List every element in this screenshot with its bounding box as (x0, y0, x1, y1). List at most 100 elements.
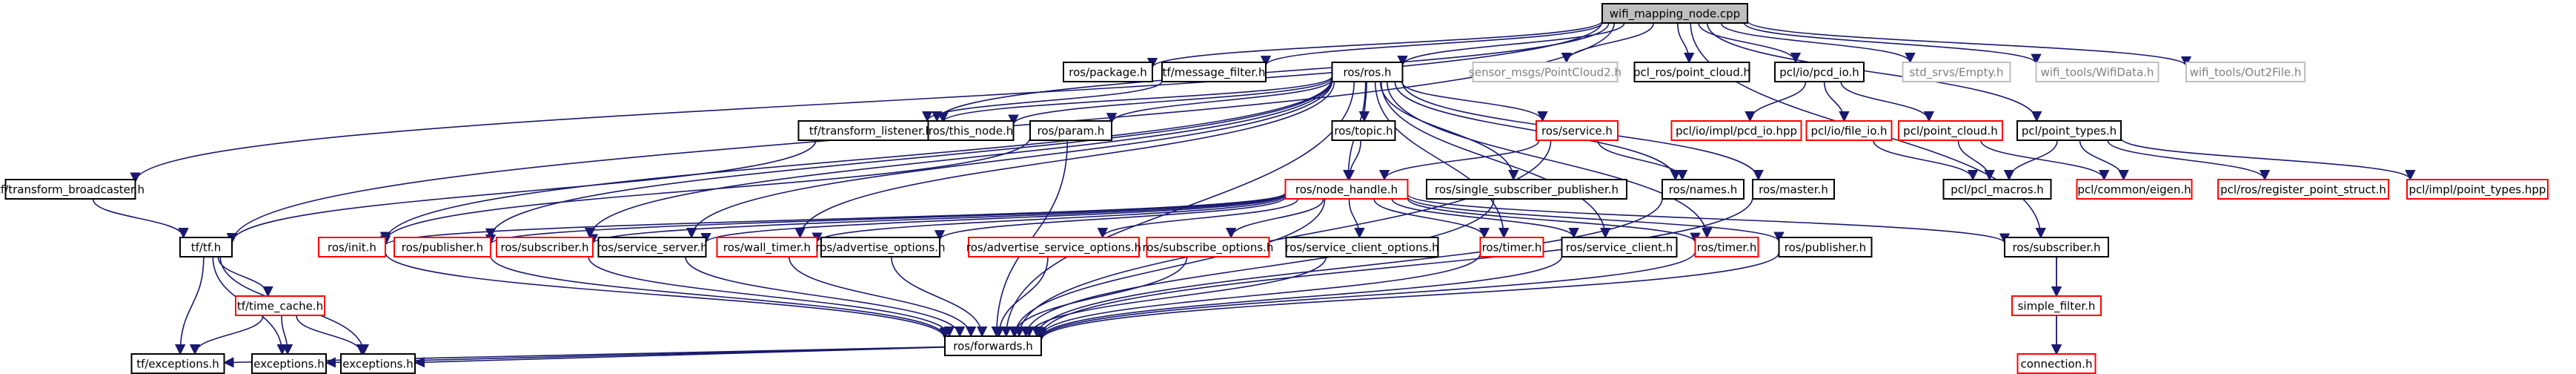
edge-ros_adv_opts-to-ros_forwards (891, 256, 988, 338)
edge-ros_ros-to-tf_listener (937, 76, 1333, 123)
edge-root-to-tf_listener (932, 22, 1610, 122)
node-ros-package[interactable]: ros/package.h (1063, 62, 1153, 82)
node-ros-param[interactable]: ros/param.h (1029, 120, 1112, 141)
node-exceptions1[interactable]: exceptions.h (251, 353, 327, 374)
node-pcl-point-types[interactable]: pcl/point_types.h (2016, 120, 2122, 141)
edge-ros_service-to-ros_forwards (1014, 140, 1552, 338)
node-exceptions2[interactable]: exceptions.h (340, 353, 416, 374)
node-pcl-macros[interactable]: pcl/pcl_macros.h (1942, 179, 2052, 200)
node-ros-publisher2[interactable]: ros/publisher.h (1778, 237, 1873, 257)
node-tf-listener[interactable]: tf/transform_listener.h (797, 120, 944, 141)
node-label: wifi_tools/Out2File.h (2190, 66, 2302, 80)
node-tf-msgfilter[interactable]: tf/message_filter.h (1161, 62, 1267, 82)
edge-ros_ros-to-ros_names (1394, 81, 1681, 181)
node-ros-subscriber2[interactable]: ros/subscriber.h (2004, 237, 2109, 257)
node-ros-names[interactable]: ros/names.h (1662, 179, 1745, 200)
node-pcl-eigen[interactable]: pcl/common/eigen.h (2076, 179, 2193, 200)
node-connection[interactable]: connection.h (2016, 353, 2097, 374)
node-simple-filter[interactable]: simple_filter.h (2011, 295, 2102, 316)
node-box (1805, 120, 1893, 141)
node-ros-thisnode[interactable]: ros/this_node.h (927, 120, 1015, 141)
node-label: ros/advertise_options.h (816, 241, 946, 255)
node-label: pcl/ros/register_point_struct.h (2220, 183, 2386, 197)
node-ros-topic[interactable]: ros/topic.h (1331, 120, 1396, 141)
node-ros-sub-opts[interactable]: ros/subscribe_options.h (1143, 237, 1274, 257)
node-box (1161, 62, 1267, 82)
node-tf-broadcaster[interactable]: tf/transform_broadcaster.h (0, 179, 145, 200)
node-box (1536, 120, 1619, 141)
node-root[interactable]: wifi_mapping_node.cpp (1601, 3, 1748, 24)
edge-ros_ros-to-ros_topic (1358, 81, 1370, 122)
node-box (1561, 237, 1678, 257)
node-label: ros/names.h (1669, 183, 1738, 197)
node-box (251, 353, 327, 374)
edge-tf_time_cache-to-exceptions1 (281, 315, 293, 355)
edge-root-to-wifi_out2 (1747, 20, 2191, 68)
edge-ros_node_handle-to-ros_timer2 (1407, 198, 1701, 243)
node-ros-adv-opts[interactable]: ros/advertise_options.h (816, 237, 946, 257)
edge-pcl_point_types-to-pcl_macros (2003, 140, 2058, 181)
node-label: ros/subscriber.h (501, 241, 589, 255)
node-ros-master[interactable]: ros/master.h (1752, 179, 1835, 200)
edge-tf_listener-to-tf_tf (226, 140, 817, 244)
node-pcl-pcd-io[interactable]: pcl/io/pcd_io.h (1774, 62, 1865, 82)
node-pcl-impl-pcd[interactable]: pcl/io/impl/pcd_io.hpp (1670, 120, 1802, 141)
node-pcl-file-io[interactable]: pcl/io/file_io.h (1805, 120, 1893, 141)
node-box (340, 353, 416, 374)
node-box (1694, 237, 1759, 257)
node-ros-service-server[interactable]: ros/service_server.h (597, 237, 708, 257)
node-box (1670, 120, 1802, 141)
node-label: wifi_tools/WifiData.h (2041, 66, 2154, 80)
node-ros-srv-client-opts[interactable]: ros/service_client_options.h (1285, 237, 1439, 257)
node-ros-adv-srv-opts[interactable]: ros/advertise_service_options.h (966, 237, 1141, 257)
node-label: pcl/common/eigen.h (2077, 183, 2191, 197)
node-pcl-impl-pt[interactable]: pcl/impl/point_types.hpp (2406, 179, 2549, 200)
node-ros-single-sub[interactable]: ros/single_subscriber_publisher.h (1426, 179, 1627, 200)
node-box (597, 237, 707, 257)
node-tf-time-cache[interactable]: tf/time_cache.h (235, 295, 325, 316)
node-ros-subscriber1[interactable]: ros/subscriber.h (496, 237, 594, 257)
edge-ros_node_handle-to-ros_init (380, 192, 1287, 246)
edge-ros_srv_client_opts-to-ros_forwards (1023, 256, 1327, 338)
node-tf-exceptions[interactable]: tf/exceptions.h (130, 353, 225, 374)
node-pcl-reg-struct[interactable]: pcl/ros/register_point_struct.h (2217, 179, 2389, 200)
node-ros-forwards[interactable]: ros/forwards.h (944, 335, 1042, 356)
node-ros-init[interactable]: ros/init.h (318, 237, 386, 257)
edge-ros_publisher2-to-ros_forwards (1036, 252, 1780, 341)
node-ros-ros[interactable]: ros/ros.h (1331, 62, 1404, 82)
node-label: pcl/point_types.h (2022, 125, 2117, 139)
node-box (496, 237, 594, 257)
node-ros-service[interactable]: ros/service.h (1536, 120, 1619, 141)
edge-pcl_point_types-to-pcl_eigen (2079, 140, 2129, 181)
node-box (2011, 295, 2102, 316)
edge-ros_timer1-to-ros_forwards (1035, 252, 1481, 338)
node-label: ros/timer.h (1482, 241, 1542, 255)
node-ros-wall-timer[interactable]: ros/wall_timer.h (716, 237, 818, 257)
node-label: tf/transform_broadcaster.h (0, 183, 145, 197)
node-box (1942, 179, 2052, 200)
edge-tf_time_cache-to-tf_exceptions (189, 315, 264, 355)
node-box (2016, 120, 2122, 141)
edge-pcl_point_cloud-to-pcl_eigen (1980, 140, 2110, 181)
node-label: ros/master.h (1759, 183, 1828, 197)
node-label: ros/service_client.h (1566, 241, 1673, 255)
node-ros-node-handle[interactable]: ros/node_handle.h (1284, 179, 1409, 200)
node-box (1472, 62, 1619, 82)
node-pcl-point-cloud[interactable]: pcl/point_cloud.h (1898, 120, 2003, 141)
node-label: std_srvs/Empty.h (1910, 66, 2004, 80)
node-ros-timer2[interactable]: ros/timer.h (1694, 237, 1759, 257)
node-ros-publisher1[interactable]: ros/publisher.h (394, 237, 491, 257)
edge-root-to-ros_ros (1397, 22, 1625, 67)
node-ros-service-client[interactable]: ros/service_client.h (1561, 237, 1678, 257)
edge-ros_node_handle-to-ros_wall_timer (811, 194, 1287, 243)
node-label: ros/service_client_options.h (1285, 241, 1438, 255)
node-ros-timer1[interactable]: ros/timer.h (1479, 237, 1544, 257)
edge-ros_ros-to-ros_service (1401, 81, 1548, 122)
node-box (2185, 62, 2306, 82)
edge-ros_service_client-to-ros_forwards (1035, 256, 1563, 340)
node-tf-tf[interactable]: tf/tf.h (179, 237, 233, 257)
node-pcl-ros-pc[interactable]: pcl_ros/point_cloud.h (1633, 62, 1750, 82)
node-box (1029, 120, 1112, 141)
edge-ros_init-to-ros_forwards (385, 252, 951, 340)
node-box (716, 237, 818, 257)
